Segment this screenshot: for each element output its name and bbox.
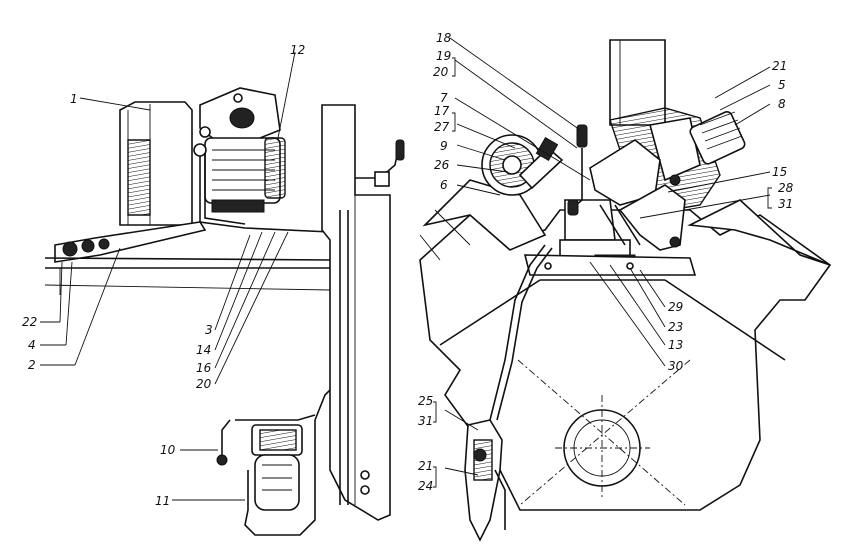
callout-3: 3	[205, 323, 213, 337]
callout-20-left: 20	[196, 377, 212, 391]
callout-9: 9	[440, 139, 448, 153]
callout-4: 4	[28, 338, 36, 352]
generator	[204, 137, 286, 213]
frame-rail	[44, 257, 331, 269]
callout-31-bottom: 31	[418, 414, 433, 428]
callout-19: 19	[436, 49, 451, 63]
callout-16: 16	[196, 361, 212, 375]
callout-14: 14	[196, 343, 211, 357]
callout-27: 27	[434, 120, 450, 134]
callout-30: 30	[668, 359, 684, 373]
callout-brackets	[433, 57, 772, 488]
callout-1: 1	[70, 92, 78, 106]
control-lever	[54, 221, 207, 263]
callout-21-top: 21	[772, 59, 787, 73]
coarse-filter	[481, 134, 564, 196]
callout-7: 7	[440, 91, 448, 105]
callout-25: 25	[418, 394, 433, 408]
valve-element	[576, 124, 588, 148]
callout-2: 2	[28, 358, 36, 372]
callout-8: 8	[778, 97, 786, 111]
callout-10: 10	[160, 443, 176, 457]
left-side-view	[44, 87, 405, 536]
callout-15: 15	[772, 165, 787, 179]
callout-26: 26	[434, 158, 450, 172]
callout-6: 6	[440, 178, 448, 192]
callouts: 1 12 22 4 2 3 14 16 20 10 11 18 19 20 7 …	[22, 31, 794, 508]
callout-29: 29	[668, 300, 683, 314]
fine-filter	[689, 110, 746, 165]
callout-28: 28	[778, 181, 794, 195]
engine-housing-section	[127, 139, 151, 216]
callout-12: 12	[290, 43, 305, 57]
engine-block	[419, 209, 832, 511]
leader-lines	[40, 37, 771, 501]
hand-pump	[464, 419, 506, 542]
callout-17: 17	[434, 104, 450, 118]
callout-23: 23	[668, 320, 683, 334]
callout-24: 24	[418, 479, 433, 493]
callout-20-right: 20	[433, 65, 449, 79]
right-front-view	[419, 39, 832, 542]
fuel-filter	[216, 414, 316, 536]
bracket-bolt	[229, 107, 255, 129]
callout-18: 18	[436, 31, 452, 45]
bulkhead-panel	[321, 104, 391, 521]
callout-31-top: 31	[778, 197, 793, 211]
callout-5: 5	[778, 78, 786, 92]
right-bracket	[618, 184, 686, 251]
callout-13: 13	[668, 338, 683, 352]
left-cylinder-head	[422, 179, 547, 251]
callout-11: 11	[155, 494, 170, 508]
callout-22: 22	[22, 315, 37, 329]
callout-21-bottom: 21	[418, 459, 433, 473]
